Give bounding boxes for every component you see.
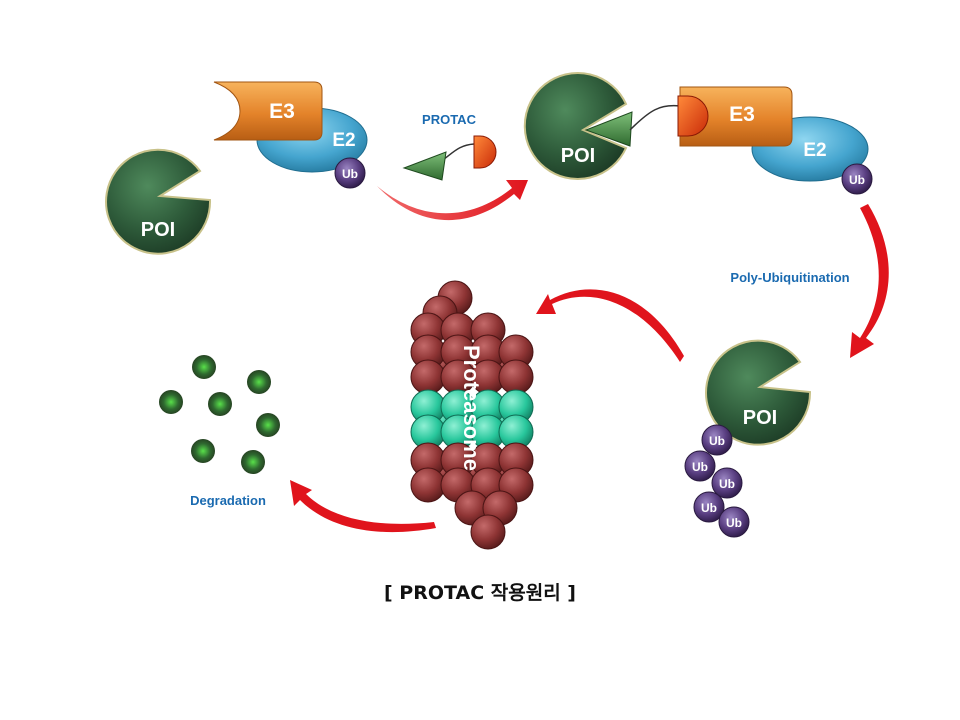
proteasome: [410, 280, 534, 550]
poi-protein-bound: [523, 72, 628, 180]
proteasome-cap-subunit: [498, 359, 534, 395]
ub-chain-1: Ub: [701, 424, 733, 456]
ub-chain-label: Ub: [692, 460, 708, 474]
protac-e3-ligand-d: [473, 135, 497, 169]
ub-label-bound: Ub: [849, 173, 865, 187]
poi-label-ub: POI: [743, 407, 777, 429]
arrow-poly-ubiquitination: [850, 204, 889, 358]
protac-linker-bound: [629, 104, 681, 131]
ub-chain-5: Ub: [718, 506, 750, 538]
peptide-fragment: [241, 450, 265, 474]
poi-protein: [105, 148, 212, 255]
protac-poi-ligand-triangle: [402, 151, 447, 181]
ub-chain-label: Ub: [709, 434, 725, 448]
e3-ligase-bound: [679, 86, 793, 147]
peptide-fragment: [159, 390, 183, 414]
polyubiquitin-chain: Ub Ub Ub Ub Ub: [684, 424, 750, 538]
e3-e2-complex-left: E3 E2 Ub: [213, 81, 368, 189]
poi-label-bound: POI: [561, 145, 595, 167]
protac-d-bound: [677, 95, 709, 137]
ub-chain-2: Ub: [684, 450, 716, 482]
e2-label-bound: E2: [803, 140, 826, 161]
arrow-to-proteasome: [536, 289, 684, 362]
degradation-label: Degradation: [190, 493, 266, 508]
proteasome-cap-subunit: [470, 514, 506, 550]
ub-chain-label: Ub: [726, 516, 742, 530]
protac-label: PROTAC: [422, 112, 477, 127]
ub-chain-3: Ub: [711, 467, 743, 499]
poi-label: POI: [141, 219, 175, 241]
proteasome-cap-subunit: [410, 467, 446, 503]
e3-label: E3: [269, 100, 295, 123]
ub-chain-label: Ub: [719, 477, 735, 491]
poly-ubiquitination-label: Poly-Ubiquitination: [730, 270, 849, 285]
e3-label-bound: E3: [729, 103, 755, 126]
proteasome-cap-subunit: [410, 359, 446, 395]
arrow-binding: [377, 180, 528, 221]
proteasome-label: Proteasome: [459, 345, 484, 471]
poi-protein-ub: [705, 339, 812, 446]
ub-chain-4: Ub: [693, 491, 725, 523]
figure-caption: [ PROTAC 작용원리 ]: [384, 582, 576, 604]
peptide-fragment: [192, 355, 216, 379]
protac-molecule: PROTAC: [402, 112, 497, 181]
peptide-fragment: [256, 413, 280, 437]
peptide-fragment: [208, 392, 232, 416]
ub-label: Ub: [342, 167, 358, 181]
arrow-to-degradation: [290, 480, 436, 533]
ternary-complex: E3 E2 Ub POI: [523, 72, 873, 195]
poi-ubiquitinated: POI: [705, 339, 812, 446]
e2-label: E2: [332, 130, 355, 151]
ub-sphere-bound: [841, 163, 873, 195]
e3-ligase: [213, 81, 323, 141]
poi-free: POI: [105, 148, 212, 255]
peptide-fragment: [191, 439, 215, 463]
degradation-fragments: [159, 355, 280, 474]
peptide-fragment: [247, 370, 271, 394]
ub-sphere: [334, 157, 366, 189]
ub-chain-label: Ub: [701, 501, 717, 515]
